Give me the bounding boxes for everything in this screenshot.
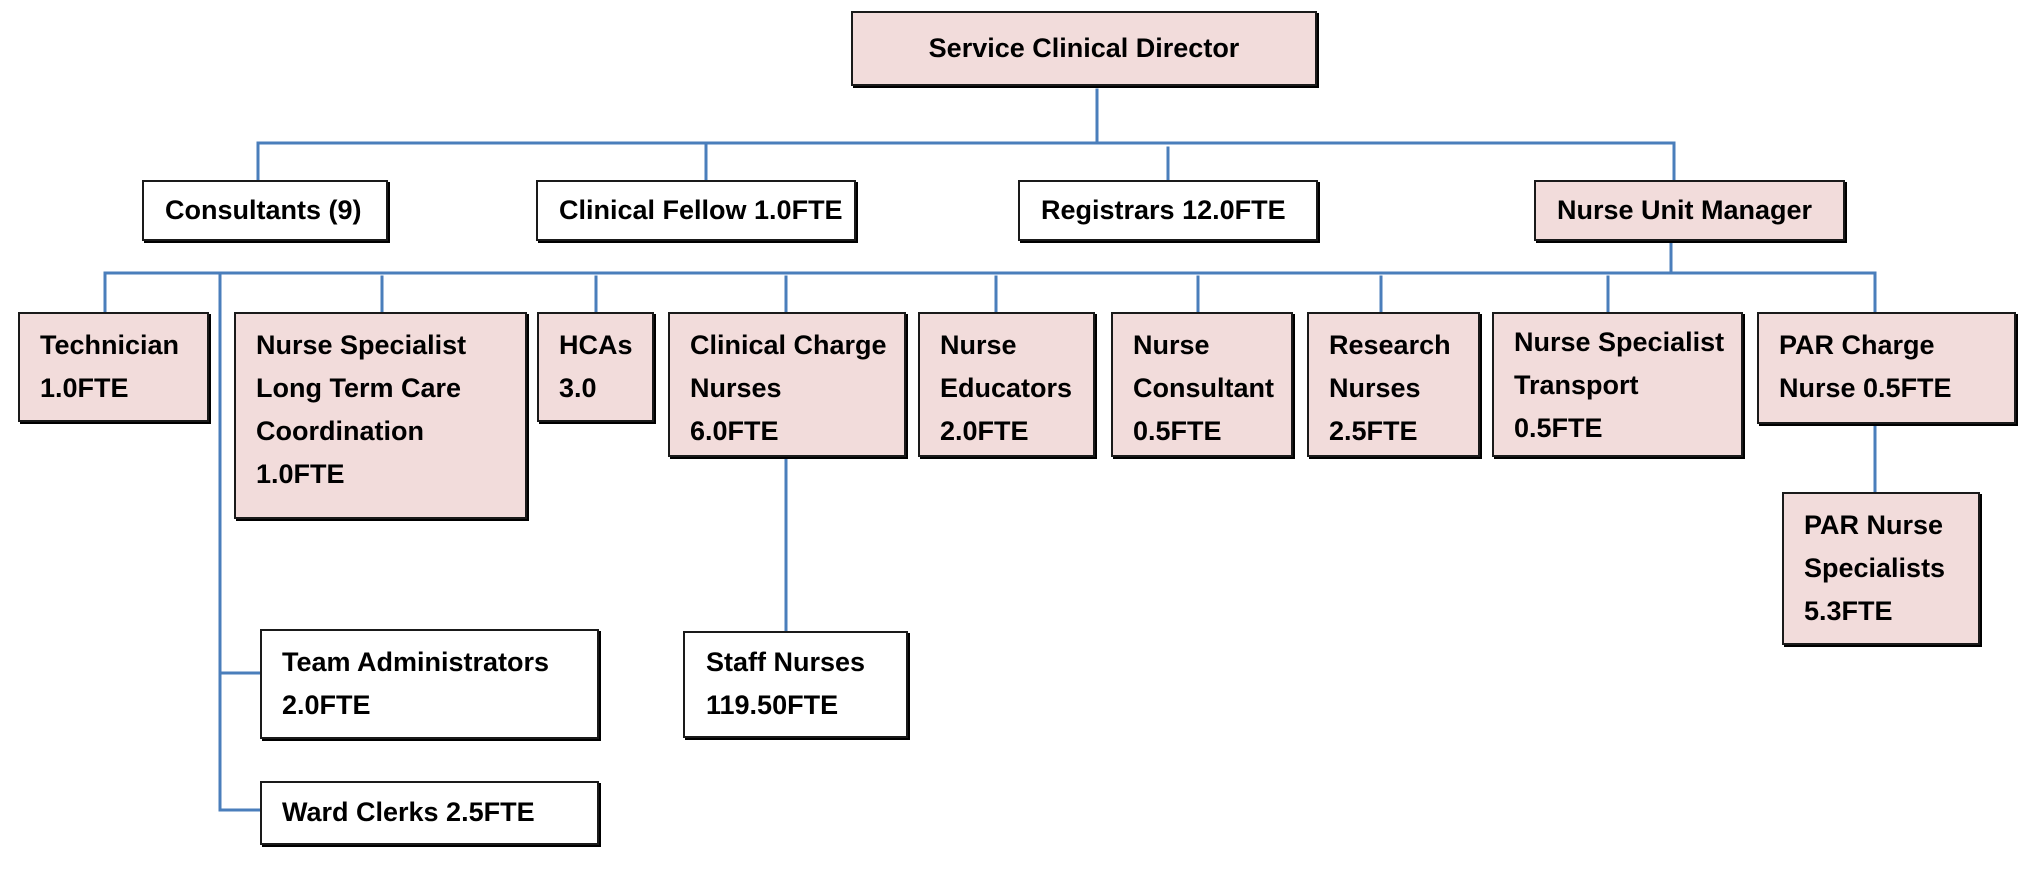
box-label: Clinical Charge <box>690 330 887 360</box>
box-label: 1.0FTE <box>40 373 129 403</box>
par-charge-nurse-box: PAR Charge Nurse 0.5FTE <box>1757 312 2016 424</box>
clinical-fellow-box: Clinical Fellow 1.0FTE <box>536 180 856 241</box>
box-label: Transport <box>1514 370 1639 400</box>
box-label: Nurse Specialist <box>256 330 467 360</box>
box-label: 0.5FTE <box>1133 416 1222 446</box>
nurse-educators-box: Nurse Educators 2.0FTE <box>918 312 1095 457</box>
box-label: PAR Charge <box>1779 330 1935 360</box>
box-label: 2.0FTE <box>940 416 1029 446</box>
nurse-consultant-box: Nurse Consultant 0.5FTE <box>1111 312 1293 457</box>
box-label: Consultants (9) <box>165 195 362 225</box>
box-label: Team Administrators <box>282 647 550 677</box>
nurse-specialist-long-term-care-box: Nurse Specialist Long Term Care Coordina… <box>234 312 527 519</box>
box-label: Consultant <box>1133 373 1274 403</box>
nurse-specialist-transport-box: Nurse Specialist Transport 0.5FTE <box>1492 312 1743 457</box>
hcas-box: HCAs 3.0 <box>537 312 654 422</box>
box-label: Nurse <box>940 330 1017 360</box>
service-clinical-director-box: Service Clinical Director <box>851 11 1317 86</box>
box-label: Long Term Care <box>256 373 462 403</box>
staff-nurses-box: Staff Nurses 119.50FTE <box>683 631 908 738</box>
par-nurse-specialists-box: PAR Nurse Specialists 5.3FTE <box>1782 492 1980 645</box>
research-nurses-box: Research Nurses 2.5FTE <box>1307 312 1480 457</box>
box-label: 3.0 <box>559 373 597 403</box>
box-label: 6.0FTE <box>690 416 779 446</box>
ward-clerks-box: Ward Clerks 2.5FTE <box>260 781 599 845</box>
box-label: 0.5FTE <box>1514 413 1603 443</box>
box-label: 2.0FTE <box>282 690 371 720</box>
box-label: PAR Nurse <box>1804 510 1944 540</box>
box-label: 119.50FTE <box>706 690 839 720</box>
box-label: Registrars 12.0FTE <box>1041 195 1286 225</box>
box-label: Nurse <box>1133 330 1210 360</box>
box-label: HCAs <box>559 330 633 360</box>
box-label: Coordination <box>256 416 424 446</box>
box-label: Nurse 0.5FTE <box>1779 373 1952 403</box>
consultants-box: Consultants (9) <box>142 180 388 241</box>
box-label: Staff Nurses <box>706 647 866 677</box>
team-administrators-box: Team Administrators 2.0FTE <box>260 629 599 739</box>
box-label: Technician <box>40 330 180 360</box>
box-label: Nurse Specialist <box>1514 327 1725 357</box>
clinical-charge-nurses-box: Clinical Charge Nurses 6.0FTE <box>668 312 906 457</box>
box-label: Specialists <box>1804 553 1946 583</box>
box-label: 5.3FTE <box>1804 596 1893 626</box>
box-label: Nurse Unit Manager <box>1557 195 1813 225</box>
box-label: Clinical Fellow 1.0FTE <box>559 195 843 225</box>
nurse-unit-manager-box: Nurse Unit Manager <box>1534 180 1845 241</box>
box-label: Service Clinical Director <box>928 33 1240 63</box>
box-label: Nurses <box>1329 373 1421 403</box>
box-label: 2.5FTE <box>1329 416 1418 446</box>
box-label: Nurses <box>690 373 782 403</box>
box-label: 1.0FTE <box>256 459 345 489</box>
registrars-box: Registrars 12.0FTE <box>1018 180 1318 241</box>
box-label: Research <box>1329 330 1451 360</box>
box-label: Educators <box>940 373 1073 403</box>
technician-box: Technician 1.0FTE <box>18 312 209 422</box>
box-label: Ward Clerks 2.5FTE <box>282 797 535 827</box>
